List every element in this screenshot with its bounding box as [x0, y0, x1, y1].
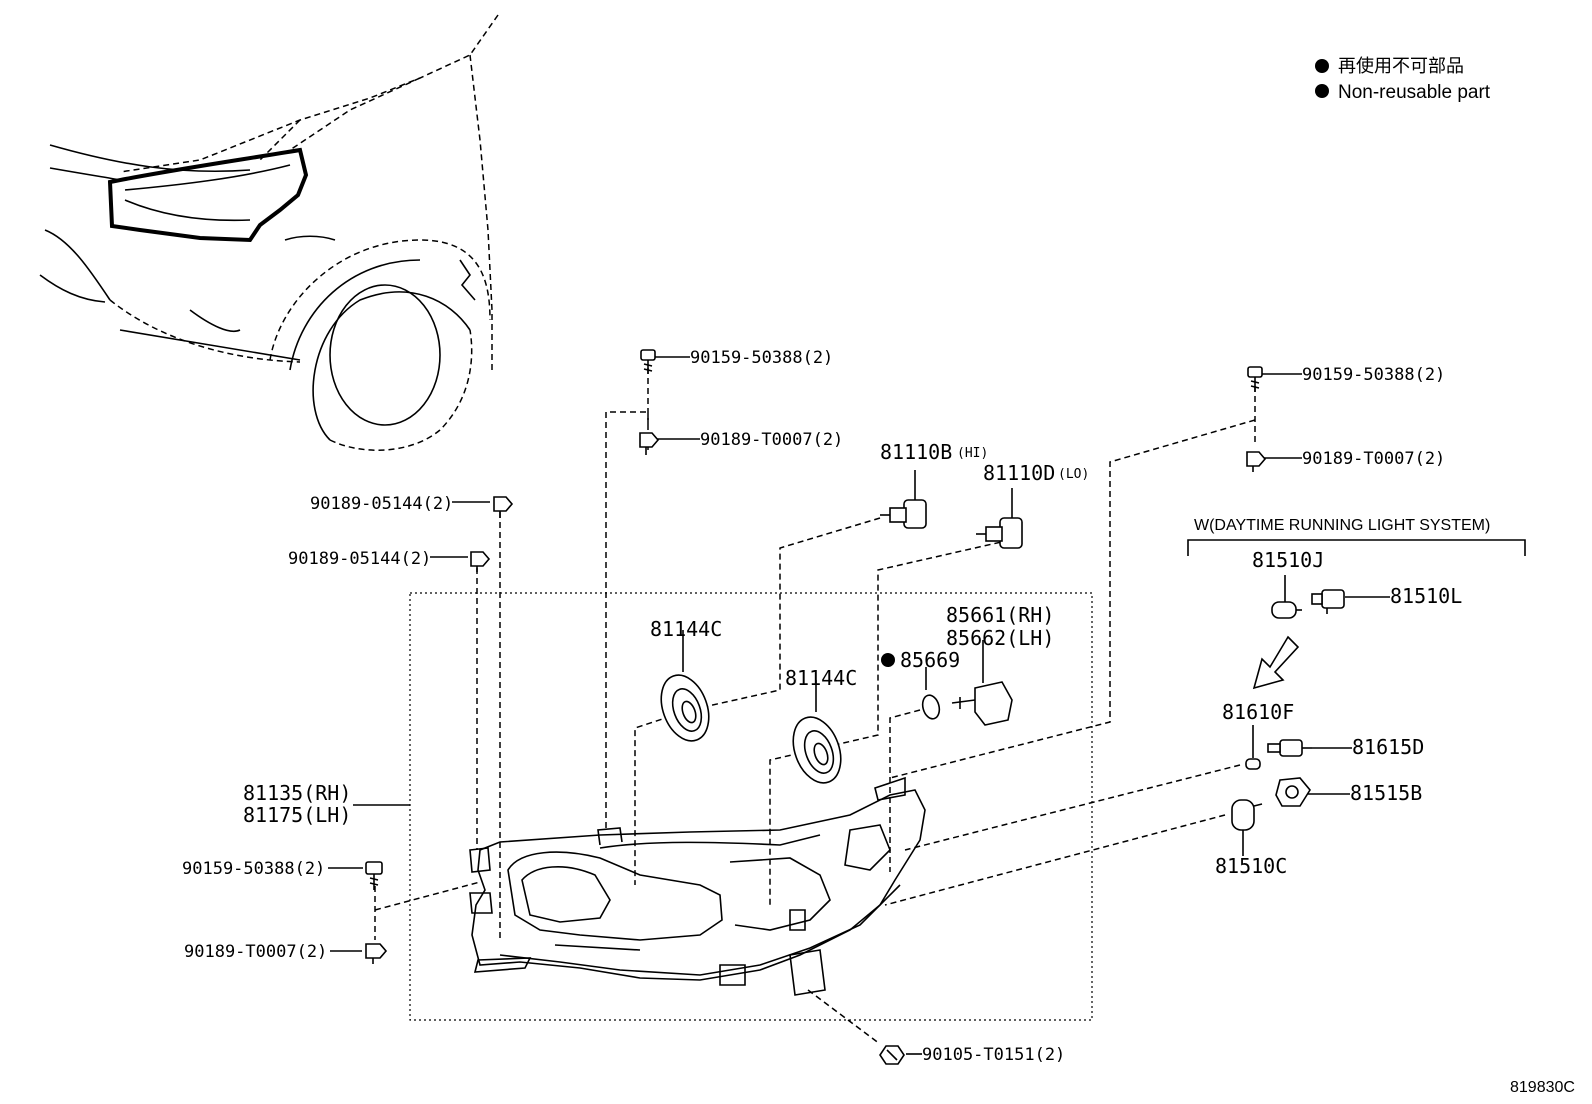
clip-nut-icon [639, 432, 660, 455]
part-number-label: 81510J [1252, 548, 1324, 572]
part-number-label: 90159-50388(2) [1302, 365, 1445, 385]
clip-nut-icon [1246, 451, 1267, 472]
parts [365, 349, 1526, 1065]
installation-lines [374, 368, 1256, 1045]
part-number-label: 85662(LH) [946, 626, 1054, 650]
part-number-label: 81615D [1352, 735, 1424, 759]
part-number-label: 90159-50388(2) [182, 859, 325, 879]
lo-beam-bulb-icon [976, 488, 1023, 549]
clip-nut-icon [470, 551, 491, 572]
figure-code: 819830C [1510, 1079, 1575, 1096]
part-number-label: 90189-05144(2) [310, 494, 453, 514]
drl-bracket [1187, 539, 1526, 556]
part-number-label: 90159-50388(2) [690, 348, 833, 368]
legend: 再使用不可部品 Non-reusable part [1315, 56, 1491, 103]
part-number-label: 90105-T0151(2) [922, 1045, 1065, 1065]
part-number-label: 90189-T0007(2) [1302, 449, 1445, 469]
clip-nut-icon [365, 943, 388, 964]
drl-section-title: W(DAYTIME RUNNING LIGHT SYSTEM) [1194, 517, 1490, 534]
screw-icon [879, 1045, 905, 1065]
part-number-label: 81144C [785, 666, 857, 690]
bulb-cover-icon [792, 716, 842, 784]
part-number-label: 90189-T0007(2) [700, 430, 843, 450]
part-number-label: 81175(LH) [243, 803, 351, 827]
part-number-label: 81110D [983, 461, 1055, 485]
clip-nut-icon [493, 496, 514, 518]
part-number-label: 81510L [1390, 584, 1462, 608]
bolt-icon [640, 349, 656, 374]
part-number-label: 81610F [1222, 700, 1294, 724]
leveling-actuator-icon [951, 681, 1013, 726]
part-labels: 90159-50388(2) 90189-T0007(2) 90189-0514… [182, 348, 1490, 1065]
part-variant-label: (LO) [1058, 467, 1089, 482]
headlamp-housing [469, 776, 926, 996]
socket-icon [1275, 777, 1311, 807]
part-number-label: 85661(RH) [946, 603, 1054, 627]
vehicle-location-sketch [39, 14, 499, 451]
bulb-cover-icon [660, 674, 710, 742]
part-variant-label: (HI) [957, 446, 988, 461]
part-number-label: 85669 [900, 648, 960, 672]
drl-socket-icon [1311, 589, 1345, 614]
assembly-boundary [409, 592, 1093, 1021]
replacement-arrow-icon [1252, 635, 1300, 690]
part-number-label: 81144C [650, 617, 722, 641]
drl-bulb-icon [1271, 601, 1302, 619]
hi-beam-bulb-icon [880, 470, 927, 529]
non-reusable-bullet-icon [1315, 84, 1329, 98]
part-number-label: 81515B [1350, 781, 1422, 805]
leader-lines [328, 356, 1390, 1055]
non-reusable-bullet-icon [1315, 59, 1329, 73]
bolt-icon [1247, 366, 1263, 392]
non-reusable-bullet-icon [881, 653, 895, 667]
legend-japanese: 再使用不可部品 [1338, 56, 1464, 76]
bolt-icon [365, 861, 383, 890]
part-number-label: 81510C [1215, 854, 1287, 878]
socket-icon [1267, 739, 1312, 757]
o-ring-icon [881, 653, 941, 720]
part-number-label: 81110B [880, 440, 952, 464]
wedge-bulb-icon [1231, 799, 1263, 831]
legend-english: Non-reusable part [1338, 82, 1491, 103]
small-bulb-icon [1245, 758, 1261, 770]
part-number-label: 90189-05144(2) [288, 549, 431, 569]
part-number-label: 81135(RH) [243, 781, 351, 805]
part-number-label: 90189-T0007(2) [184, 942, 327, 962]
